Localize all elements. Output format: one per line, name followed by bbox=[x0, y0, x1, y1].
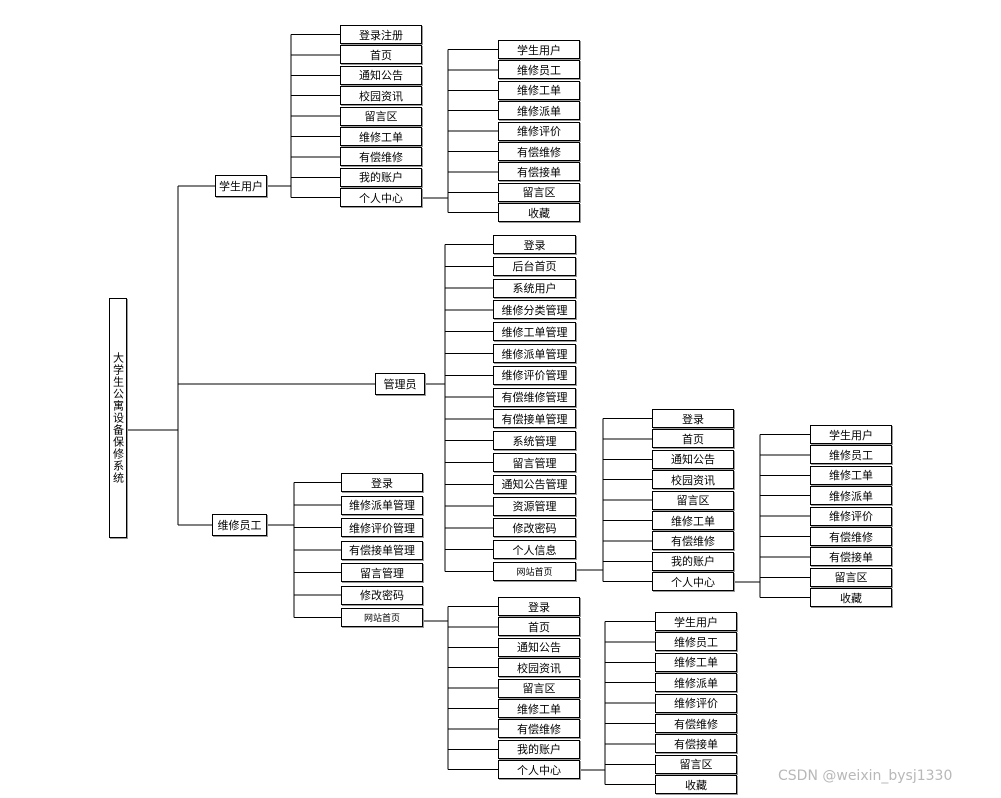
admin-item-6: 维修评价管理 bbox=[493, 365, 576, 385]
admin-site-pc-item-2: 维修工单 bbox=[810, 465, 892, 485]
student-item-7: 我的账户 bbox=[340, 167, 422, 187]
student-item-3: 校园资讯 bbox=[340, 86, 422, 106]
student-item-6: 有偿维修 bbox=[340, 147, 422, 167]
admin-item-0: 登录 bbox=[493, 235, 576, 254]
student-pc-item-0: 学生用户 bbox=[498, 40, 580, 59]
staff-item-5: 修改密码 bbox=[341, 585, 423, 605]
student-item-4: 留言区 bbox=[340, 106, 422, 126]
admin-node: 管理员 bbox=[375, 373, 425, 395]
student-pc-item-4: 维修评价 bbox=[498, 121, 580, 141]
staff-site-item-6: 有偿维修 bbox=[498, 719, 580, 739]
student-pc-item-8: 收藏 bbox=[498, 203, 580, 223]
root-node: 大学生公寓设备保修系统 bbox=[109, 298, 127, 538]
admin-site-item-5: 维修工单 bbox=[652, 511, 734, 530]
staff-site-pc-item-8: 收藏 bbox=[655, 775, 737, 795]
admin-item-1: 后台首页 bbox=[493, 256, 576, 276]
admin-site-item-4: 留言区 bbox=[652, 490, 734, 510]
admin-item-9: 系统管理 bbox=[493, 431, 576, 451]
staff-item-0: 登录 bbox=[341, 473, 423, 492]
staff-site-item-7: 我的账户 bbox=[498, 739, 580, 759]
admin-site-pc-item-4: 维修评价 bbox=[810, 506, 892, 526]
admin-site-item-3: 校园资讯 bbox=[652, 470, 734, 490]
admin-item-13: 修改密码 bbox=[493, 518, 576, 538]
admin-item-2: 系统用户 bbox=[493, 278, 576, 298]
staff-site-item-8: 个人中心 bbox=[498, 760, 580, 780]
admin-item-4: 维修工单管理 bbox=[493, 322, 576, 342]
watermark: CSDN @weixin_bysj1330 bbox=[778, 768, 953, 784]
admin-item-11: 通知公告管理 bbox=[493, 474, 576, 494]
staff-site-item-0: 登录 bbox=[498, 597, 580, 616]
admin-item-8: 有偿接单管理 bbox=[493, 409, 576, 429]
staff-site-pc-item-5: 有偿维修 bbox=[655, 714, 737, 733]
staff-site-item-3: 校园资讯 bbox=[498, 658, 580, 678]
student-item-5: 维修工单 bbox=[340, 127, 422, 146]
staff-item-3: 有偿接单管理 bbox=[341, 540, 423, 560]
admin-site-pc-item-5: 有偿维修 bbox=[810, 527, 892, 546]
staff-site-pc-item-4: 维修评价 bbox=[655, 693, 737, 713]
admin-site-item-0: 登录 bbox=[652, 409, 734, 428]
staff-node: 维修员工 bbox=[212, 514, 267, 536]
staff-site-pc-item-2: 维修工单 bbox=[655, 652, 737, 672]
staff-site-item-4: 留言区 bbox=[498, 678, 580, 698]
staff-item-6: 网站首页 bbox=[341, 608, 423, 627]
staff-site-item-1: 首页 bbox=[498, 617, 580, 637]
admin-site-pc-item-0: 学生用户 bbox=[810, 425, 892, 444]
admin-site-pc-item-6: 有偿接单 bbox=[810, 547, 892, 567]
staff-site-pc-item-1: 维修员工 bbox=[655, 632, 737, 652]
staff-item-2: 维修评价管理 bbox=[341, 518, 423, 537]
student-pc-item-5: 有偿维修 bbox=[498, 142, 580, 161]
student-pc-item-3: 维修派单 bbox=[498, 101, 580, 121]
student-pc-item-1: 维修员工 bbox=[498, 60, 580, 80]
staff-site-pc-item-6: 有偿接单 bbox=[655, 734, 737, 754]
admin-item-3: 维修分类管理 bbox=[493, 300, 576, 320]
admin-site-pc-item-8: 收藏 bbox=[810, 588, 892, 608]
admin-site-pc-item-1: 维修员工 bbox=[810, 445, 892, 465]
admin-site-item-7: 我的账户 bbox=[652, 551, 734, 571]
admin-site-item-8: 个人中心 bbox=[652, 572, 734, 592]
student-pc-item-6: 有偿接单 bbox=[498, 162, 580, 182]
staff-site-pc-item-7: 留言区 bbox=[655, 754, 737, 774]
admin-item-7: 有偿维修管理 bbox=[493, 387, 576, 407]
admin-site-pc-item-7: 留言区 bbox=[810, 567, 892, 587]
staff-item-4: 留言管理 bbox=[341, 563, 423, 582]
staff-site-item-5: 维修工单 bbox=[498, 699, 580, 718]
staff-item-1: 维修派单管理 bbox=[341, 495, 423, 515]
admin-site-item-6: 有偿维修 bbox=[652, 531, 734, 551]
student-item-8: 个人中心 bbox=[340, 188, 422, 208]
student-item-2: 通知公告 bbox=[340, 65, 422, 85]
staff-site-item-2: 通知公告 bbox=[498, 637, 580, 657]
student-item-1: 首页 bbox=[340, 45, 422, 65]
student-pc-item-7: 留言区 bbox=[498, 182, 580, 202]
admin-site-pc-item-3: 维修派单 bbox=[810, 486, 892, 506]
admin-item-5: 维修派单管理 bbox=[493, 344, 576, 363]
admin-site-item-2: 通知公告 bbox=[652, 449, 734, 469]
admin-item-14: 个人信息 bbox=[493, 540, 576, 560]
student-item-0: 登录注册 bbox=[340, 25, 422, 44]
staff-site-pc-item-3: 维修派单 bbox=[655, 673, 737, 693]
staff-site-pc-item-0: 学生用户 bbox=[655, 612, 737, 631]
admin-site-item-1: 首页 bbox=[652, 429, 734, 449]
admin-item-10: 留言管理 bbox=[493, 453, 576, 472]
student-pc-item-2: 维修工单 bbox=[498, 80, 580, 100]
admin-item-12: 资源管理 bbox=[493, 496, 576, 516]
admin-item-15: 网站首页 bbox=[493, 562, 576, 581]
student-node: 学生用户 bbox=[215, 175, 267, 197]
